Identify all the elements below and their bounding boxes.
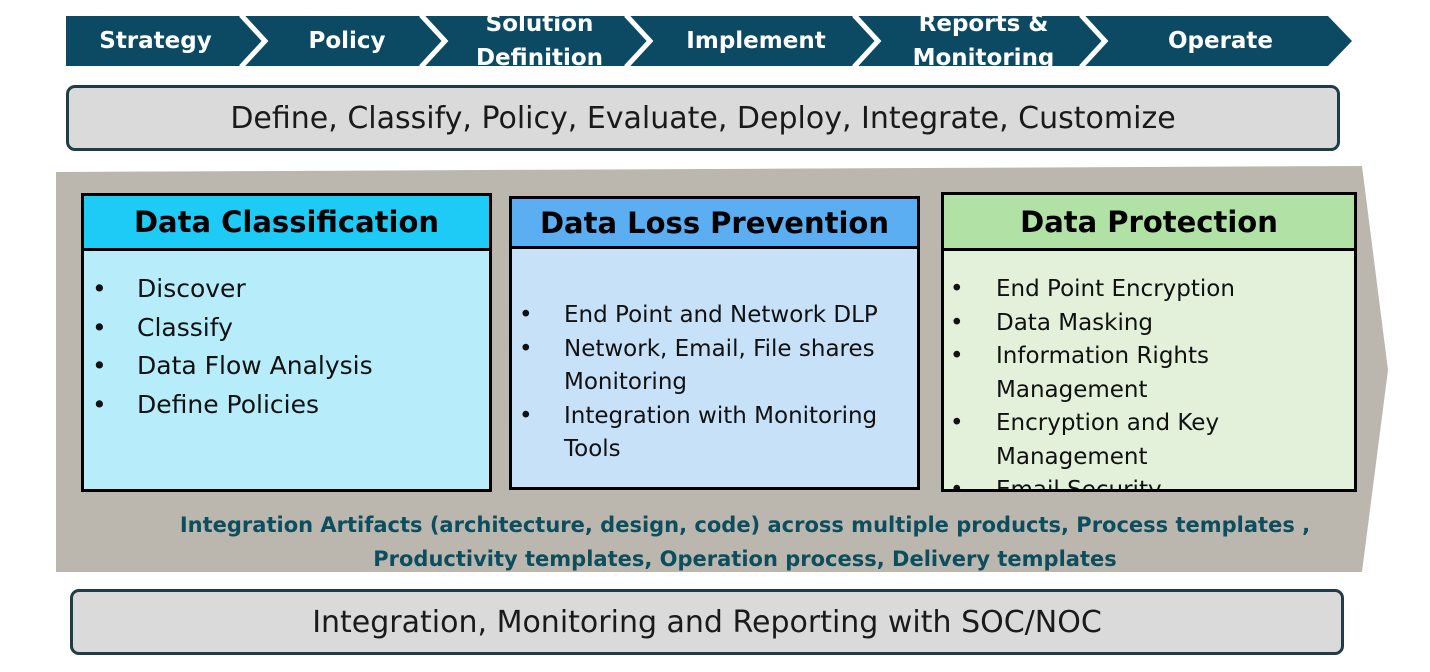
- bullet-icon: •: [92, 389, 107, 419]
- process-chevron-shapes: [66, 13, 1352, 69]
- soc-noc-banner: Integration, Monitoring and Reporting wi…: [70, 589, 1344, 655]
- list-item: •Encryption and Key Management: [944, 407, 1354, 474]
- process-step-label-line: Solution: [485, 16, 594, 37]
- integration-artifacts-text: Integration Artifacts (architecture, des…: [150, 508, 1340, 576]
- integration-artifacts-line: Productivity templates, Operation proces…: [373, 547, 1117, 571]
- data-classification-list: •Discover •Classify •Data Flow Analysis …: [84, 270, 489, 424]
- process-step-label-line: Strategy: [99, 28, 212, 54]
- list-item: •Discover: [84, 270, 489, 309]
- soc-noc-banner-text: Integration, Monitoring and Reporting wi…: [312, 604, 1102, 640]
- process-step-label-line: Reports &: [918, 16, 1049, 37]
- chevron-divider: [419, 13, 449, 69]
- bullet-icon: •: [519, 302, 533, 328]
- process-step-label-line: Operate: [1167, 28, 1274, 54]
- integration-artifacts-line: Integration Artifacts (architecture, des…: [179, 513, 1311, 537]
- process-step-label-line: Definition: [475, 45, 604, 66]
- list-item: •Network, Email, File shares Monitoring: [512, 333, 917, 400]
- list-item: •End Point and Network DLP: [512, 299, 917, 333]
- data-loss-prevention-box: Data Loss Prevention •End Point and Netw…: [509, 196, 920, 490]
- list-item: •Data Flow Analysis: [84, 347, 489, 386]
- chevron-divider: [624, 13, 654, 69]
- bullet-icon: •: [92, 274, 107, 303]
- bullet-icon: •: [92, 312, 107, 342]
- list-item: •Define Policies: [84, 386, 489, 425]
- bullet-icon: •: [950, 276, 964, 302]
- process-step-label: Strategy: [66, 16, 245, 66]
- data-protection-box: Data Protection •End Point Encryption •D…: [941, 192, 1357, 492]
- list-item: •Information Rights Management: [944, 340, 1354, 407]
- data-loss-prevention-title: Data Loss Prevention: [512, 199, 917, 249]
- process-step-label: Operate: [1109, 16, 1332, 66]
- lifecycle-banner-text: Define, Classify, Policy, Evaluate, Depl…: [230, 100, 1176, 136]
- bullet-icon: •: [519, 402, 533, 429]
- bullet-icon: •: [950, 477, 964, 492]
- process-step-label-line: Policy: [308, 28, 386, 54]
- bullet-icon: •: [92, 351, 107, 380]
- bullet-icon: •: [950, 309, 964, 336]
- list-item: •Classify: [84, 309, 489, 348]
- process-step-label: Policy: [269, 16, 425, 66]
- chevron-divider: [239, 13, 269, 69]
- bullet-icon: •: [950, 410, 964, 436]
- data-protection-list: •End Point Encryption •Data Masking •Inf…: [944, 273, 1354, 492]
- list-item: •Email Security: [944, 474, 1354, 492]
- list-item: •Data Masking: [944, 307, 1354, 341]
- chevron-background: [66, 16, 1352, 66]
- data-loss-prevention-list: •End Point and Network DLP •Network, Ema…: [512, 299, 917, 467]
- bullet-icon: •: [950, 343, 964, 369]
- lifecycle-banner: Define, Classify, Policy, Evaluate, Depl…: [66, 85, 1340, 151]
- data-protection-title: Data Protection: [944, 195, 1354, 251]
- chevron-divider: [1079, 13, 1109, 69]
- list-item: •Integration with Monitoring Tools: [512, 400, 917, 467]
- process-step-label-line: Monitoring: [912, 45, 1055, 66]
- chevron-divider: [852, 13, 882, 69]
- process-step-label-line: Implement: [686, 28, 826, 54]
- data-classification-box: Data Classification •Discover •Classify …: [81, 193, 492, 492]
- list-item: •End Point Encryption: [944, 273, 1354, 307]
- process-step-label: Implement: [654, 16, 858, 66]
- data-classification-title: Data Classification: [84, 196, 489, 251]
- bullet-icon: •: [519, 335, 533, 362]
- process-step-label: Reports & Monitoring: [882, 16, 1085, 66]
